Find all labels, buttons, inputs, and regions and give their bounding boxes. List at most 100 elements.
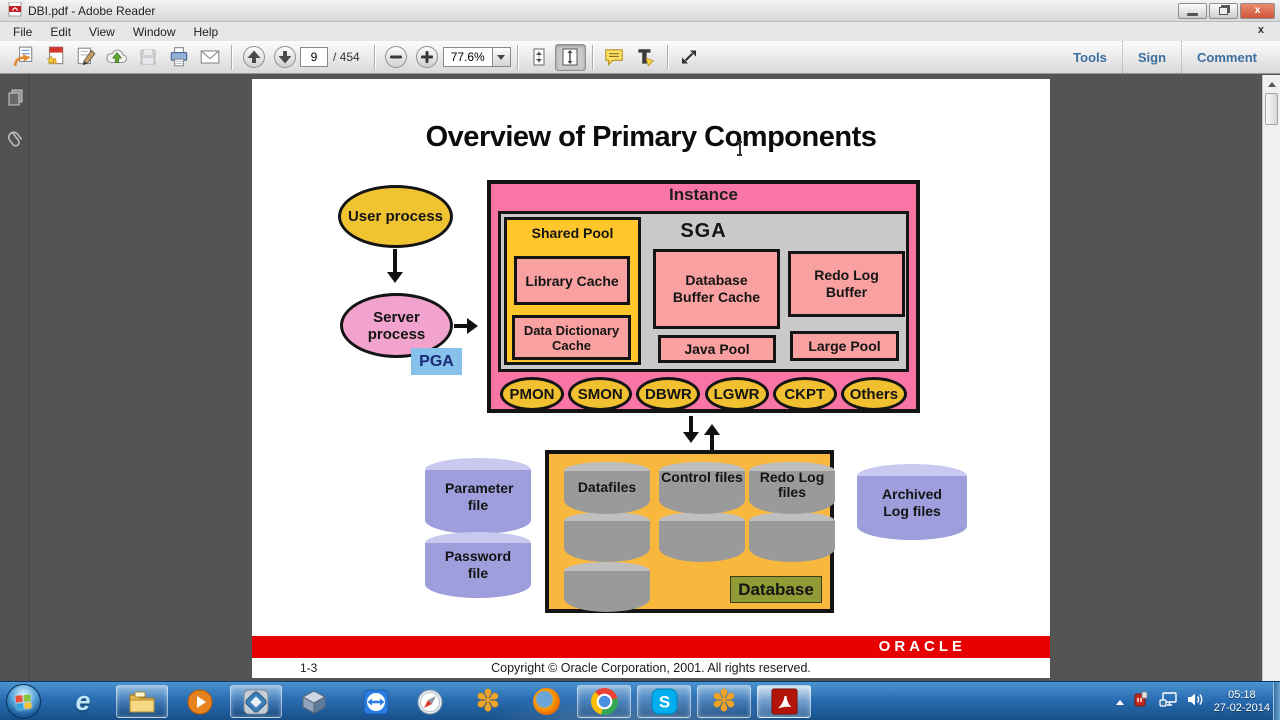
zoom-dropdown-button[interactable] (492, 47, 511, 67)
library-cache-box: Library Cache (514, 256, 630, 305)
taskbar-firefox[interactable] (528, 685, 564, 718)
taskbar-chrome[interactable] (577, 685, 631, 718)
taskbar-internet-explorer[interactable]: e (66, 685, 100, 718)
close-document-icon[interactable]: x (1257, 24, 1264, 36)
zoom-out-button[interactable] (381, 44, 412, 71)
taskbar: e (0, 681, 1280, 720)
print-button[interactable] (163, 44, 194, 71)
teamviewer-icon (363, 688, 390, 715)
scrolling-mode-icon (533, 48, 545, 66)
fullscreen-button[interactable] (674, 44, 705, 71)
shared-pool-box: Shared Pool Library Cache Data Dictionar… (504, 217, 641, 365)
menu-view[interactable]: View (89, 24, 115, 39)
taskbar-picasa[interactable]: ✽ (468, 685, 508, 718)
zoom-level-value[interactable]: 77.6% (442, 47, 493, 67)
tools-panel-button[interactable]: Tools (1073, 49, 1107, 65)
scrollbar-thumb[interactable] (1265, 93, 1278, 125)
toolbar-separator (231, 44, 232, 70)
comment-bubble-icon (605, 49, 624, 67)
scrolling-mode-button[interactable] (524, 44, 555, 71)
arrow-instance-to-database (683, 416, 699, 443)
tray-expand-icon[interactable] (1115, 696, 1124, 705)
paperclip-icon (8, 131, 23, 147)
redo-log-files-cylinder-2 (749, 512, 835, 562)
network-icon[interactable] (1159, 691, 1177, 712)
page-number-input[interactable] (300, 47, 328, 67)
taskbar-vmware[interactable] (230, 685, 282, 718)
scroll-up-icon (1267, 78, 1276, 87)
skype-icon: S (651, 688, 678, 715)
print-icon (170, 47, 187, 67)
menu-file[interactable]: File (13, 24, 33, 39)
next-page-button[interactable] (269, 44, 300, 71)
restore-button[interactable] (1209, 3, 1238, 19)
email-button[interactable] (194, 44, 225, 71)
toolbar-right-panels: Tools Sign Comment (1058, 41, 1272, 73)
windows-logo-icon (15, 693, 32, 710)
media-player-icon (187, 688, 214, 715)
sga-box: SGA Shared Pool Library Cache Data Dicti… (498, 211, 909, 372)
tray-clock[interactable]: 05:18 27-02-2014 (1214, 689, 1270, 715)
save-button[interactable] (132, 44, 163, 71)
title-bar: DBI.pdf - Adobe Reader x (0, 0, 1280, 22)
menu-help[interactable]: Help (193, 24, 219, 39)
parameter-file-cylinder: Parameter file (425, 458, 531, 534)
previous-page-button[interactable] (238, 44, 269, 71)
cloud-upload-button[interactable] (101, 44, 132, 71)
data-dictionary-cache-box: Data Dictionary Cache (512, 315, 631, 360)
menu-edit[interactable]: Edit (50, 24, 72, 39)
sign-panel-button[interactable]: Sign (1121, 41, 1181, 73)
vmware-icon (243, 688, 270, 715)
sign-document-icon (77, 47, 95, 66)
minimize-button[interactable] (1178, 3, 1207, 19)
scroll-up-button[interactable] (1263, 75, 1280, 90)
zoom-out-icon (385, 46, 408, 68)
start-button[interactable] (6, 684, 41, 719)
page-thumbnails-icon (8, 89, 22, 106)
datafiles-cylinder-1: Datafiles (564, 462, 650, 514)
adobe-reader-icon (771, 688, 798, 715)
taskbar-skype[interactable]: S (637, 685, 691, 718)
comment-bubble-button[interactable] (599, 44, 630, 71)
open-button[interactable] (8, 44, 39, 71)
taskbar-virtualbox[interactable] (296, 685, 332, 718)
windows-explorer-icon (129, 688, 156, 715)
chrome-icon (590, 688, 618, 715)
show-desktop-button[interactable] (1273, 682, 1280, 720)
taskbar-teamviewer[interactable] (358, 685, 394, 718)
arrow-database-to-instance (704, 424, 720, 451)
fit-page-button[interactable] (554, 43, 586, 71)
save-as-pdf-button[interactable] (39, 44, 70, 71)
large-pool-box: Large Pool (790, 331, 899, 361)
process-lgwr: LGWR (704, 377, 769, 411)
comment-panel-button[interactable]: Comment (1181, 41, 1272, 73)
zoom-in-button[interactable] (412, 44, 443, 71)
pdf-file-icon (8, 1, 22, 20)
attachments-button[interactable] (0, 125, 30, 155)
user-process-ellipse: User process (338, 185, 453, 248)
control-files-cylinder-2 (659, 512, 745, 562)
taskbar-safari[interactable] (412, 685, 448, 718)
taskbar-adobe-reader[interactable] (757, 685, 811, 718)
taskbar-windows-explorer[interactable] (116, 685, 168, 718)
taskbar-picasa-2[interactable]: ✽ (697, 685, 751, 718)
virtualbox-icon (301, 688, 328, 715)
taskbar-media-player[interactable] (182, 685, 218, 718)
menu-window[interactable]: Window (132, 24, 176, 39)
sga-label: SGA (680, 220, 727, 242)
highlight-text-button[interactable] (630, 44, 661, 71)
save-icon (140, 49, 155, 65)
background-processes-row: PMON SMON DBWR LGWR CKPT Others (495, 377, 912, 413)
vertical-scrollbar[interactable] (1262, 75, 1280, 681)
highlight-text-icon (638, 49, 655, 67)
close-icon: x (1254, 5, 1261, 16)
page-thumbnails-button[interactable] (0, 83, 30, 113)
toolbar-separator (516, 44, 518, 70)
sign-document-button[interactable] (70, 44, 101, 71)
volume-icon[interactable] (1187, 692, 1204, 712)
email-icon (200, 50, 219, 64)
tray-plug-icon[interactable] (1134, 691, 1149, 712)
close-button[interactable]: x (1240, 3, 1275, 19)
fit-page-icon (562, 48, 578, 66)
